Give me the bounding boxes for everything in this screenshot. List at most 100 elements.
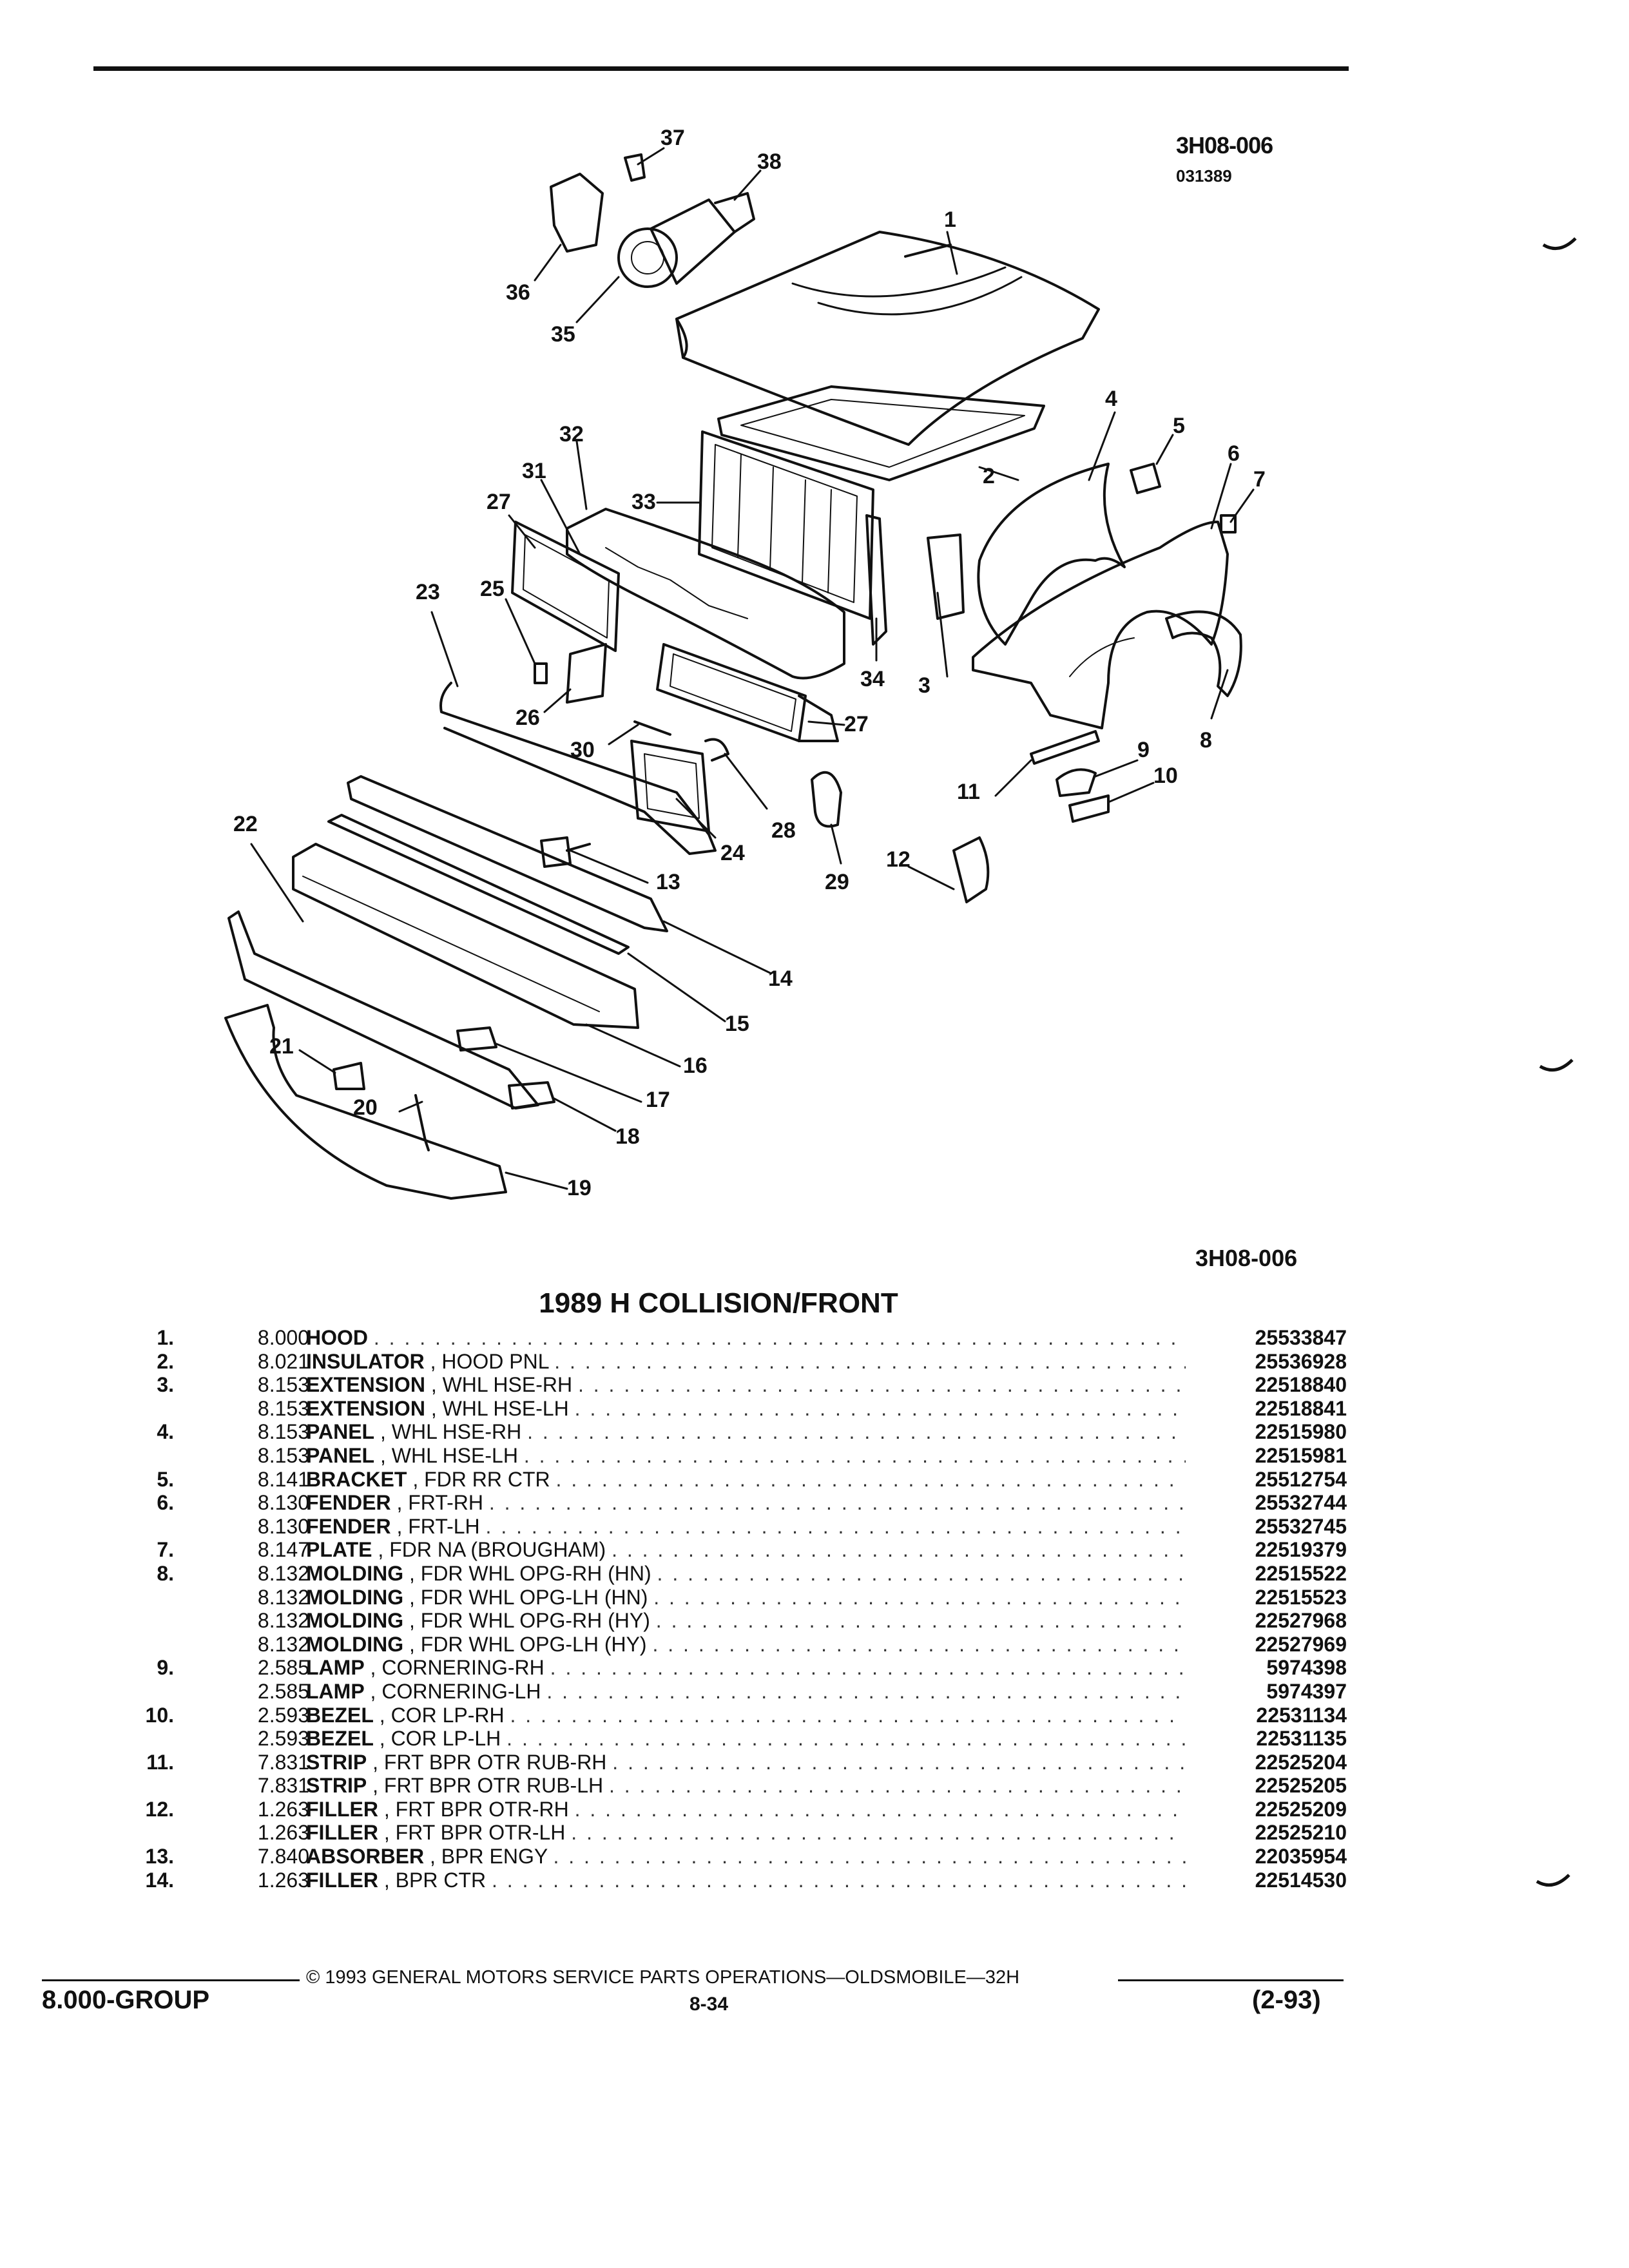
- part-name: FENDER: [306, 1514, 391, 1538]
- part-number: 22527969: [1255, 1632, 1347, 1656]
- part-number: 22525205: [1255, 1774, 1347, 1798]
- leader-dots: . . . . . . . . . . . . . . . . . . . . …: [523, 1443, 1186, 1467]
- footer-rule-right: [1118, 1979, 1344, 1981]
- callout-27a: 27: [487, 490, 511, 514]
- footer-rule-left: [42, 1979, 300, 1981]
- part-description: FILLER , FRT BPR OTR-LH . . . . . . . . …: [306, 1821, 1186, 1844]
- callout-20: 20: [353, 1095, 378, 1120]
- part-detail: , FRT BPR OTR RUB-RH: [372, 1750, 607, 1774]
- footer-group: 8.000-GROUP: [42, 1986, 210, 2014]
- part-name: FILLER: [306, 1821, 378, 1845]
- part-group: 8.132: [257, 1632, 309, 1656]
- diagram-ref-code-bottom: 3H08-006: [1195, 1245, 1298, 1271]
- leader-dots: . . . . . . . . . . . . . . . . . . . . …: [373, 1326, 1186, 1349]
- diagram-ref-code: 3H08-006: [1176, 132, 1273, 159]
- part-detail: , WHL HSE-RH: [380, 1420, 522, 1444]
- top-rule: [93, 66, 1349, 71]
- callout-7: 7: [1253, 467, 1266, 492]
- part-group: 1.263: [257, 1797, 309, 1821]
- part-name: BEZEL: [306, 1703, 374, 1727]
- part-index: 4.: [157, 1420, 174, 1444]
- leader-dots: . . . . . . . . . . . . . . . . . . . . …: [555, 1467, 1186, 1491]
- part-group: 8.153: [257, 1396, 309, 1420]
- callout-37: 37: [660, 126, 685, 150]
- part-group: 8.153: [257, 1420, 309, 1444]
- compressor-part: [650, 198, 736, 285]
- part-index: 7.: [157, 1538, 174, 1562]
- callout-34: 34: [860, 667, 885, 691]
- part-index: 10.: [145, 1703, 174, 1727]
- callout-19: 19: [567, 1176, 592, 1200]
- part-number: 25533847: [1255, 1326, 1347, 1349]
- part-name: LAMP: [306, 1679, 365, 1703]
- part-name: HOOD: [306, 1326, 368, 1349]
- part-number: 22515981: [1255, 1443, 1347, 1467]
- footer-copyright: © 1993 GENERAL MOTORS SERVICE PARTS OPER…: [306, 1967, 1020, 1988]
- part-group: 7.831: [257, 1774, 309, 1798]
- leader-dots: . . . . . . . . . . . . . . . . . . . . …: [485, 1514, 1186, 1538]
- part-group: 1.263: [257, 1868, 309, 1892]
- part-group: 8.147: [257, 1538, 309, 1562]
- part-description: FILLER , BPR CTR . . . . . . . . . . . .…: [306, 1869, 1186, 1892]
- callout-5: 5: [1173, 414, 1185, 438]
- callout-1: 1: [944, 207, 956, 232]
- part-number: 22525204: [1255, 1750, 1347, 1774]
- part-description: STRIP , FRT BPR OTR RUB-RH . . . . . . .…: [306, 1751, 1186, 1774]
- part-name: PANEL: [306, 1443, 375, 1467]
- callout-17: 17: [646, 1088, 670, 1112]
- radiator-part: [698, 430, 874, 620]
- callout-10: 10: [1153, 764, 1178, 788]
- part-detail: , BPR CTR: [383, 1868, 487, 1892]
- leader-dots: . . . . . . . . . . . . . . . . . . . . …: [608, 1774, 1186, 1798]
- part-index: 9.: [157, 1656, 174, 1680]
- leader-dots: . . . . . . . . . . . . . . . . . . . . …: [657, 1561, 1186, 1585]
- part-index: 6.: [157, 1491, 174, 1515]
- part-description: INSULATOR , HOOD PNL . . . . . . . . . .…: [306, 1350, 1186, 1373]
- part-index: 13.: [145, 1845, 174, 1869]
- callout-21: 21: [269, 1034, 294, 1059]
- part-name: FENDER: [306, 1491, 391, 1515]
- callout-11: 11: [957, 780, 980, 804]
- part-description: PLATE , FDR NA (BROUGHAM) . . . . . . . …: [306, 1538, 1186, 1561]
- part-index: 5.: [157, 1467, 174, 1491]
- part-description: FENDER , FRT-LH . . . . . . . . . . . . …: [306, 1515, 1186, 1538]
- part-group: 8.132: [257, 1609, 309, 1633]
- part-number: 22525210: [1255, 1821, 1347, 1845]
- part-name: STRIP: [306, 1774, 367, 1798]
- callout-15: 15: [725, 1012, 749, 1036]
- part-number: 22519379: [1255, 1538, 1347, 1562]
- part-number: 25512754: [1255, 1467, 1347, 1491]
- leader-dots: . . . . . . . . . . . . . . . . . . . . …: [550, 1656, 1186, 1680]
- leader-dots: . . . . . . . . . . . . . . . . . . . . …: [553, 1845, 1186, 1869]
- fender-part: [972, 521, 1229, 729]
- part-name: MOLDING: [306, 1561, 404, 1585]
- part-index: 11.: [146, 1750, 174, 1774]
- part-name: ABSORBER: [306, 1845, 425, 1869]
- part-name: EXTENSION: [306, 1373, 425, 1397]
- part-detail: , CORNERING-RH: [370, 1656, 545, 1680]
- callout-38: 38: [757, 149, 782, 174]
- bumper-reinforcement-part: [227, 910, 539, 1110]
- part-name: BRACKET: [306, 1467, 407, 1491]
- callout-18: 18: [615, 1124, 640, 1149]
- part-group: 7.840: [257, 1845, 309, 1869]
- page-title: 1989 H COLLISION/FRONT: [539, 1287, 898, 1319]
- part-detail: , FDR WHL OPG-LH (HY): [409, 1632, 647, 1656]
- leader-dots: . . . . . . . . . . . . . . . . . . . . …: [488, 1491, 1186, 1515]
- part-name: MOLDING: [306, 1609, 404, 1633]
- leader-dots: . . . . . . . . . . . . . . . . . . . . …: [510, 1703, 1186, 1727]
- part-detail: , WHL HSE-LH: [430, 1396, 569, 1420]
- part-description: MOLDING , FDR WHL OPG-LH (HY) . . . . . …: [306, 1633, 1186, 1656]
- leader-dots: . . . . . . . . . . . . . . . . . . . . …: [574, 1797, 1186, 1821]
- part-name: BEZEL: [306, 1727, 374, 1751]
- part-description: BEZEL , COR LP-RH . . . . . . . . . . . …: [306, 1704, 1186, 1727]
